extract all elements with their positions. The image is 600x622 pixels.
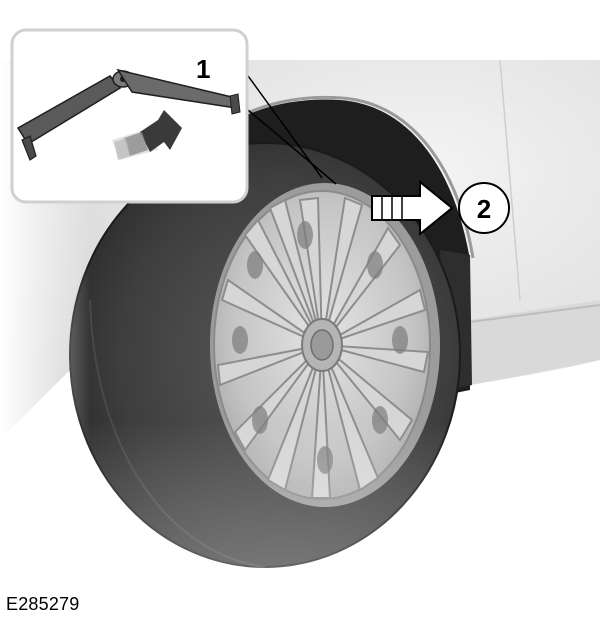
- wheel-cover-removal-illustration: 1 2: [0, 28, 600, 580]
- callout-badge-2: 2: [458, 182, 510, 234]
- callout-label-1: 1: [196, 54, 210, 84]
- pry-direction-arrow: [112, 110, 182, 160]
- callout-label-2: 2: [477, 194, 491, 224]
- removal-tool: [16, 68, 241, 161]
- inset-leader-lines: [237, 61, 337, 185]
- figure-reference-code: E285279: [6, 594, 80, 614]
- detail-inset: 1: [10, 28, 249, 204]
- pull-direction-arrow: [371, 179, 454, 237]
